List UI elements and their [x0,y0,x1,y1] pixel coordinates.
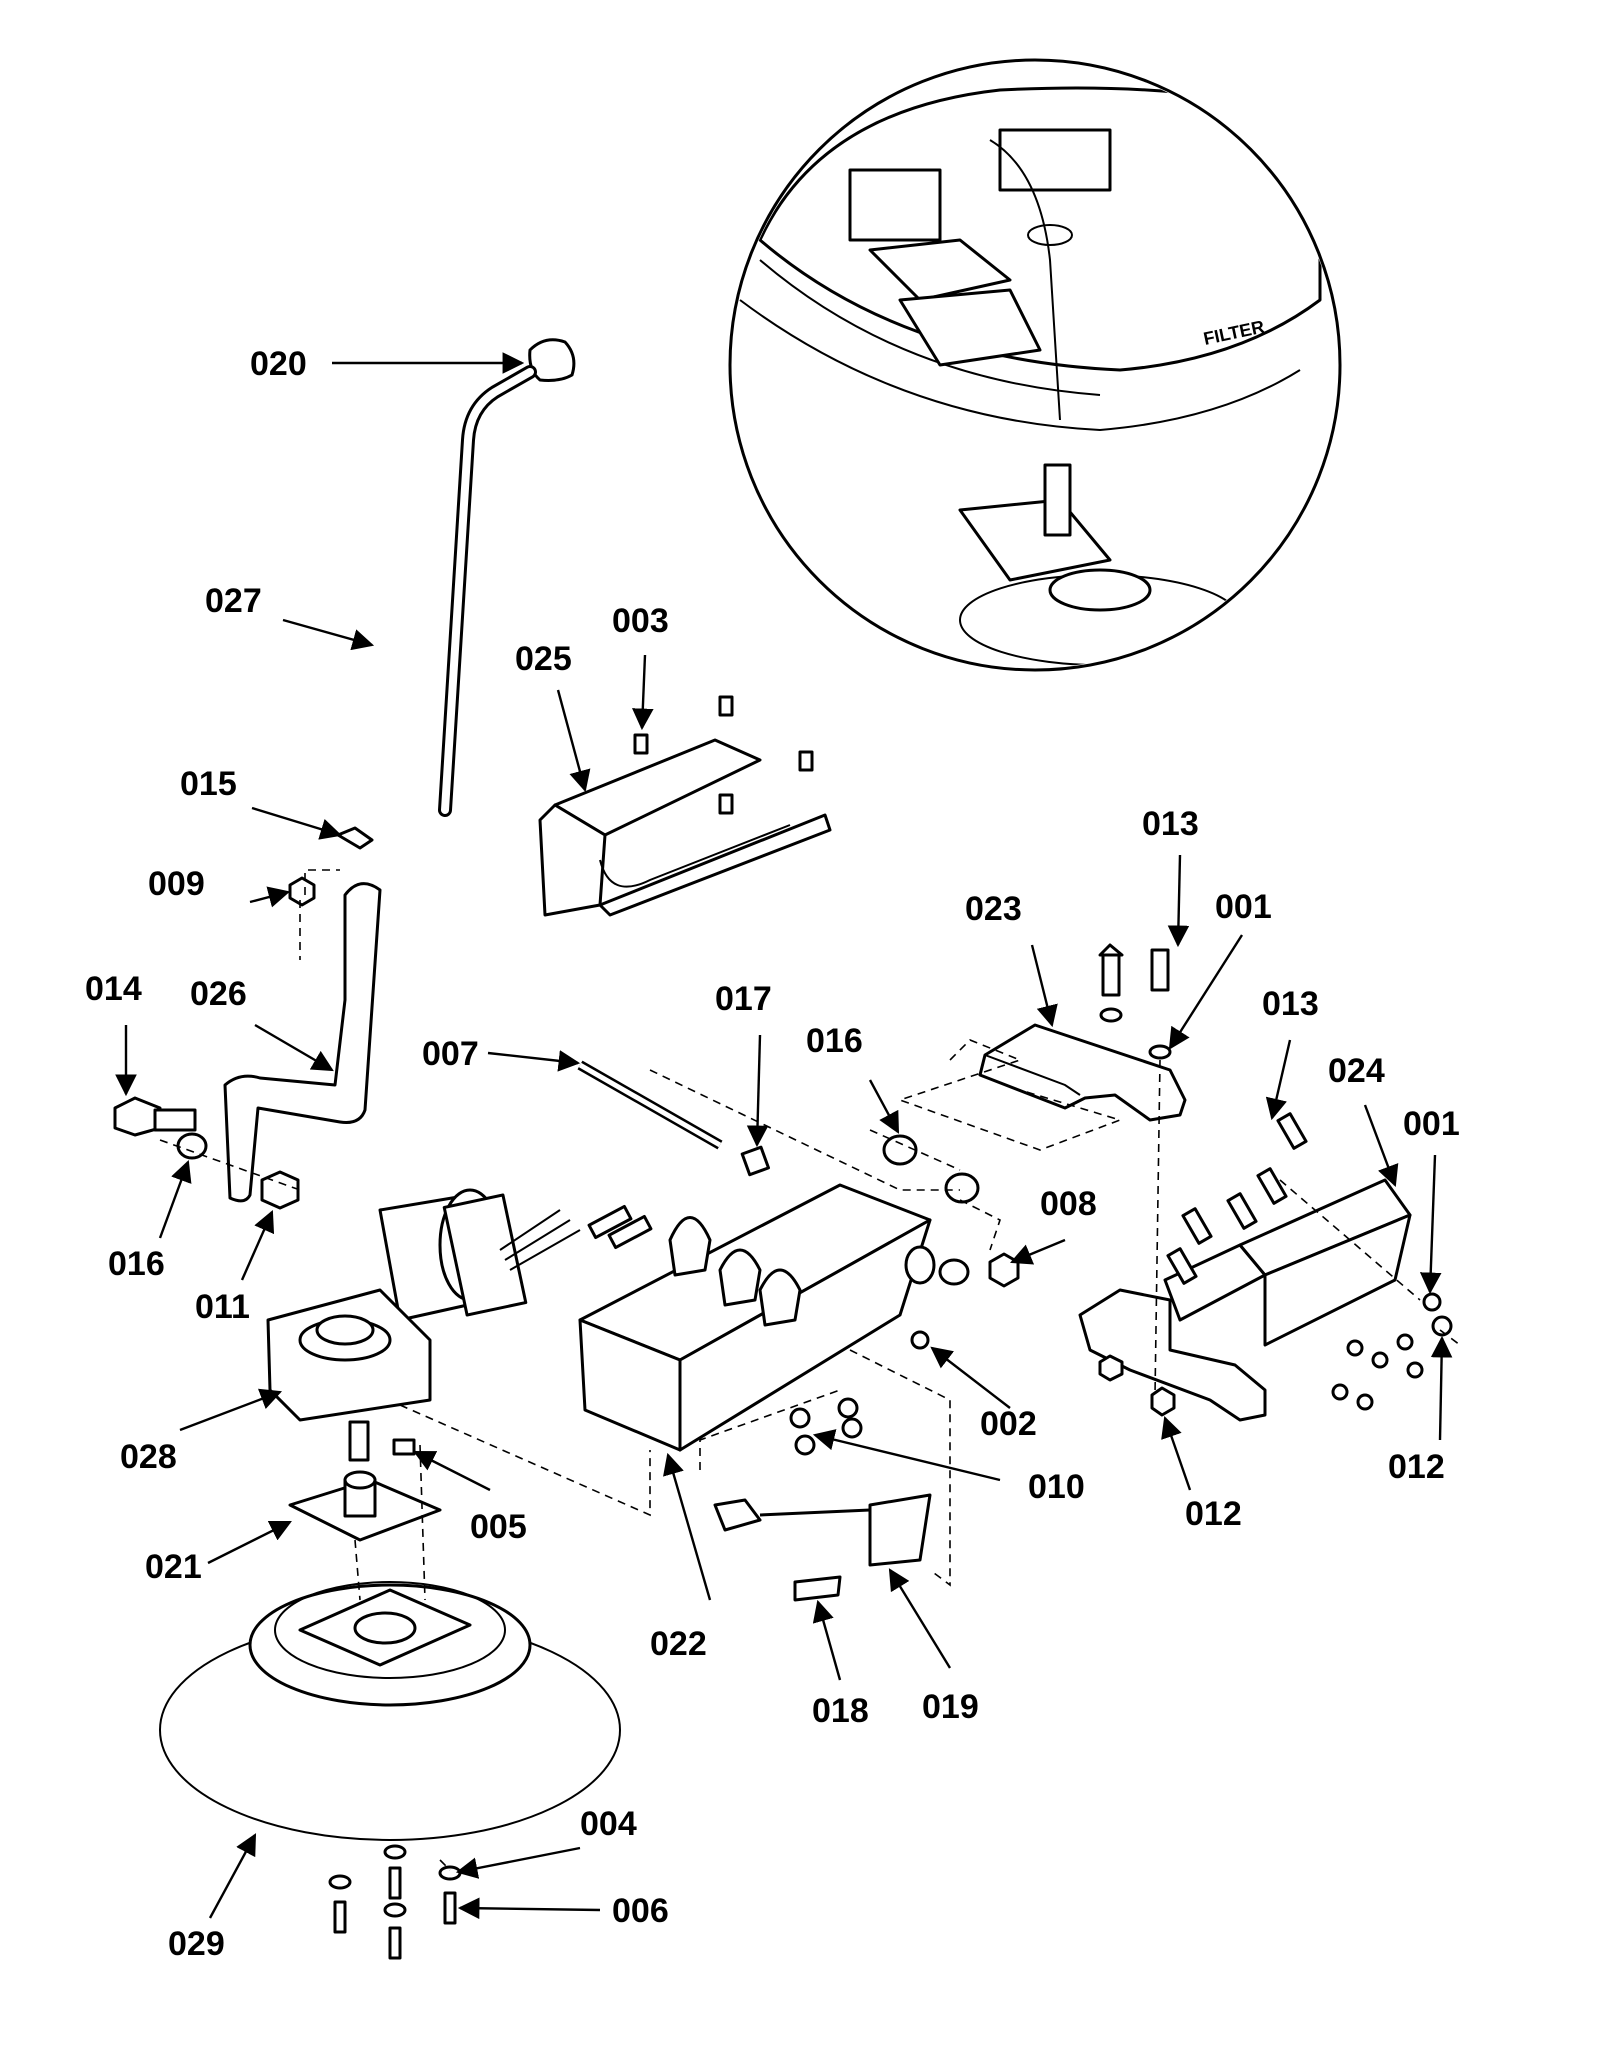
label-006: 006 [612,1892,669,1930]
label-012-right: 012 [1388,1448,1445,1486]
label-011: 011 [195,1288,250,1326]
label-001-right: 001 [1403,1105,1460,1143]
nut-008 [988,1252,1020,1288]
sensor-019 [713,1493,932,1567]
label-008: 008 [1040,1185,1097,1223]
spinner-disc [159,1581,621,1841]
label-021: 021 [145,1548,202,1586]
label-029: 029 [168,1925,225,1963]
label-002: 002 [980,1405,1037,1443]
housing-022 [578,1183,936,1452]
callout-arrows [115,352,1453,1920]
shaft-key [348,1420,416,1462]
wing-nut [336,826,374,850]
label-014: 014 [85,970,142,1008]
disc-hardware [328,1844,462,1960]
mounting-bracket-025 [538,695,832,917]
label-005: 005 [470,1508,527,1546]
label-022: 022 [650,1625,707,1663]
label-023: 023 [965,890,1022,928]
label-026: 026 [190,975,247,1013]
label-001-top: 001 [1215,888,1272,926]
label-013-top: 013 [1142,805,1199,843]
label-004: 004 [580,1805,637,1843]
label-010: 010 [1028,1468,1085,1506]
label-018: 018 [812,1692,869,1730]
label-013-right: 013 [1262,985,1319,1023]
bracket-024 [1078,1112,1453,1422]
label-019: 019 [922,1688,979,1726]
label-009: 009 [148,865,205,903]
bushings-016-right [882,1134,980,1286]
label-025: 025 [515,640,572,678]
label-024: 024 [1328,1052,1385,1090]
label-007: 007 [422,1035,479,1073]
label-027: 027 [205,582,262,620]
assembly-guides [159,869,1461,1871]
bolt-014 [113,1096,197,1137]
label-017: 017 [715,980,772,1018]
label-016-right: 016 [806,1022,863,1060]
bracket-023 [978,943,1187,1122]
pivot-pin-007 [577,1060,723,1150]
label-015: 015 [180,765,237,803]
callout-labels: 020 027 015 009 026 014 016 011 028 021 … [85,345,1460,1963]
label-003: 003 [612,602,669,640]
hex-nut-009 [288,876,316,907]
detail-inset: FILTER [728,58,1342,672]
label-012-bottom: 012 [1185,1495,1242,1533]
hex-nut-011 [260,1170,300,1210]
shift-lever-rod [438,365,537,817]
label-016-left: 016 [108,1245,165,1283]
plate-018 [793,1575,842,1602]
motor-gearbox [266,1188,653,1422]
label-028: 028 [120,1438,177,1476]
spacer-017 [740,1145,771,1177]
label-020: 020 [250,345,307,383]
hub-plate [288,1470,442,1542]
lever-bracket [223,882,382,1203]
screws-002-010 [789,1330,930,1456]
